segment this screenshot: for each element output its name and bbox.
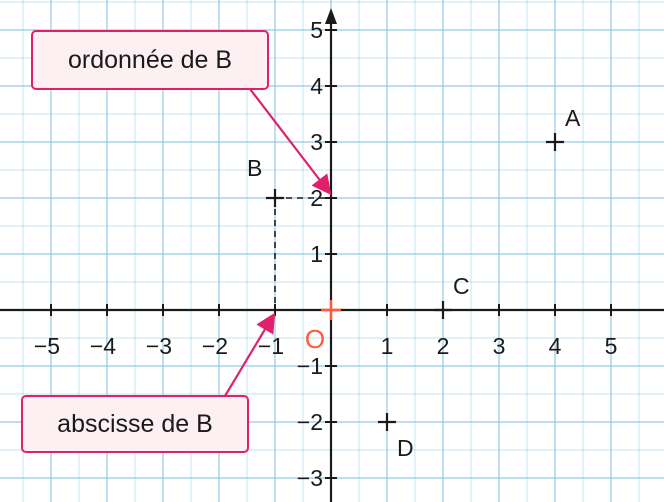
points: A B C D [247,105,581,461]
x-tick-label: −3 [146,333,172,359]
y-axis-arrowhead [325,8,337,24]
x-tick-label: 3 [493,333,506,359]
ordinate-callout-arrow [249,88,332,196]
y-tick-label: 5 [310,17,323,43]
x-tick-label: −5 [34,333,60,359]
x-tick-label: −4 [90,333,116,359]
point-b-label: B [247,155,262,181]
x-tick-label: −2 [202,333,228,359]
y-tick-label: −3 [297,465,323,491]
ordinate-callout-text: ordonnée de B [68,46,232,74]
origin-label: O [305,324,325,354]
point-c-label: C [453,273,470,299]
ordinate-callout-box [31,30,269,90]
callouts: ordonnée de B abscisse de B [21,30,332,453]
x-tick-label: 5 [605,333,618,359]
y-tick-label: −1 [297,353,323,379]
x-tick-label: 2 [437,333,450,359]
y-tick-label: 4 [310,73,323,99]
x-tick-label: 1 [381,333,394,359]
abscissa-callout-box [21,395,249,453]
point-a-label: A [565,105,581,131]
abscissa-callout-text: abscisse de B [57,410,213,438]
y-tick-label: 1 [310,241,323,267]
point-d-label: D [397,435,414,461]
y-tick-label: 3 [310,129,323,155]
abscissa-callout-arrow [224,312,276,397]
guide-lines [274,197,331,310]
x-tick-label: −1 [258,333,284,359]
y-tick-label: −2 [297,409,323,435]
x-tick-label: 4 [549,333,562,359]
